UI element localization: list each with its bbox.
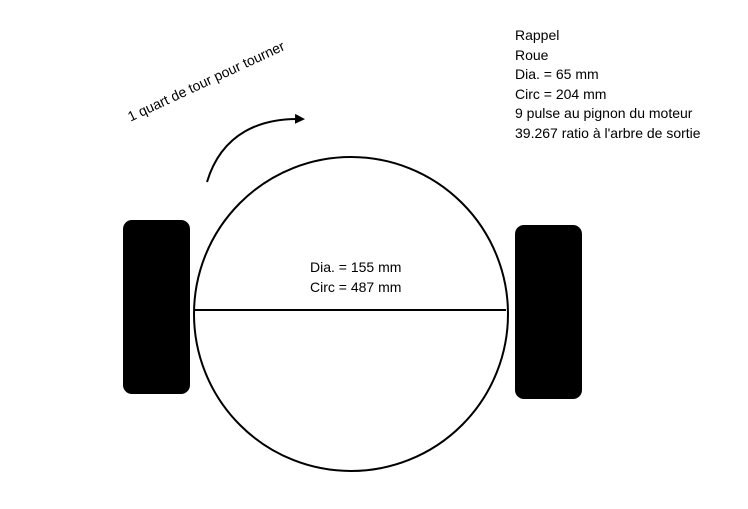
notes-title: Rappel: [515, 27, 560, 43]
notes-circumference: Circ = 204 mm: [515, 85, 607, 102]
center-diameter-text: Dia. = 155 mm: [310, 259, 402, 275]
center-dimensions: Dia. = 155 mm Circ = 487 mm: [310, 258, 401, 297]
right-wheel: [515, 225, 582, 399]
notes-subtitle: Roue: [515, 46, 549, 63]
reminder-notes: Rappel Roue Dia. = 65 mm Circ = 204 mm 9…: [515, 26, 701, 143]
robot-body-circle: [193, 156, 509, 472]
center-circumference-text: Circ = 487 mm: [310, 278, 402, 295]
notes-pulses: 9 pulse au pignon du moteur: [515, 105, 693, 121]
left-wheel: [123, 220, 190, 394]
rotation-arrow: [206, 113, 305, 183]
notes-diameter: Dia. = 65 mm: [515, 66, 599, 82]
notes-ratio: 39.267 ratio à l'arbre de sortie: [515, 124, 701, 141]
